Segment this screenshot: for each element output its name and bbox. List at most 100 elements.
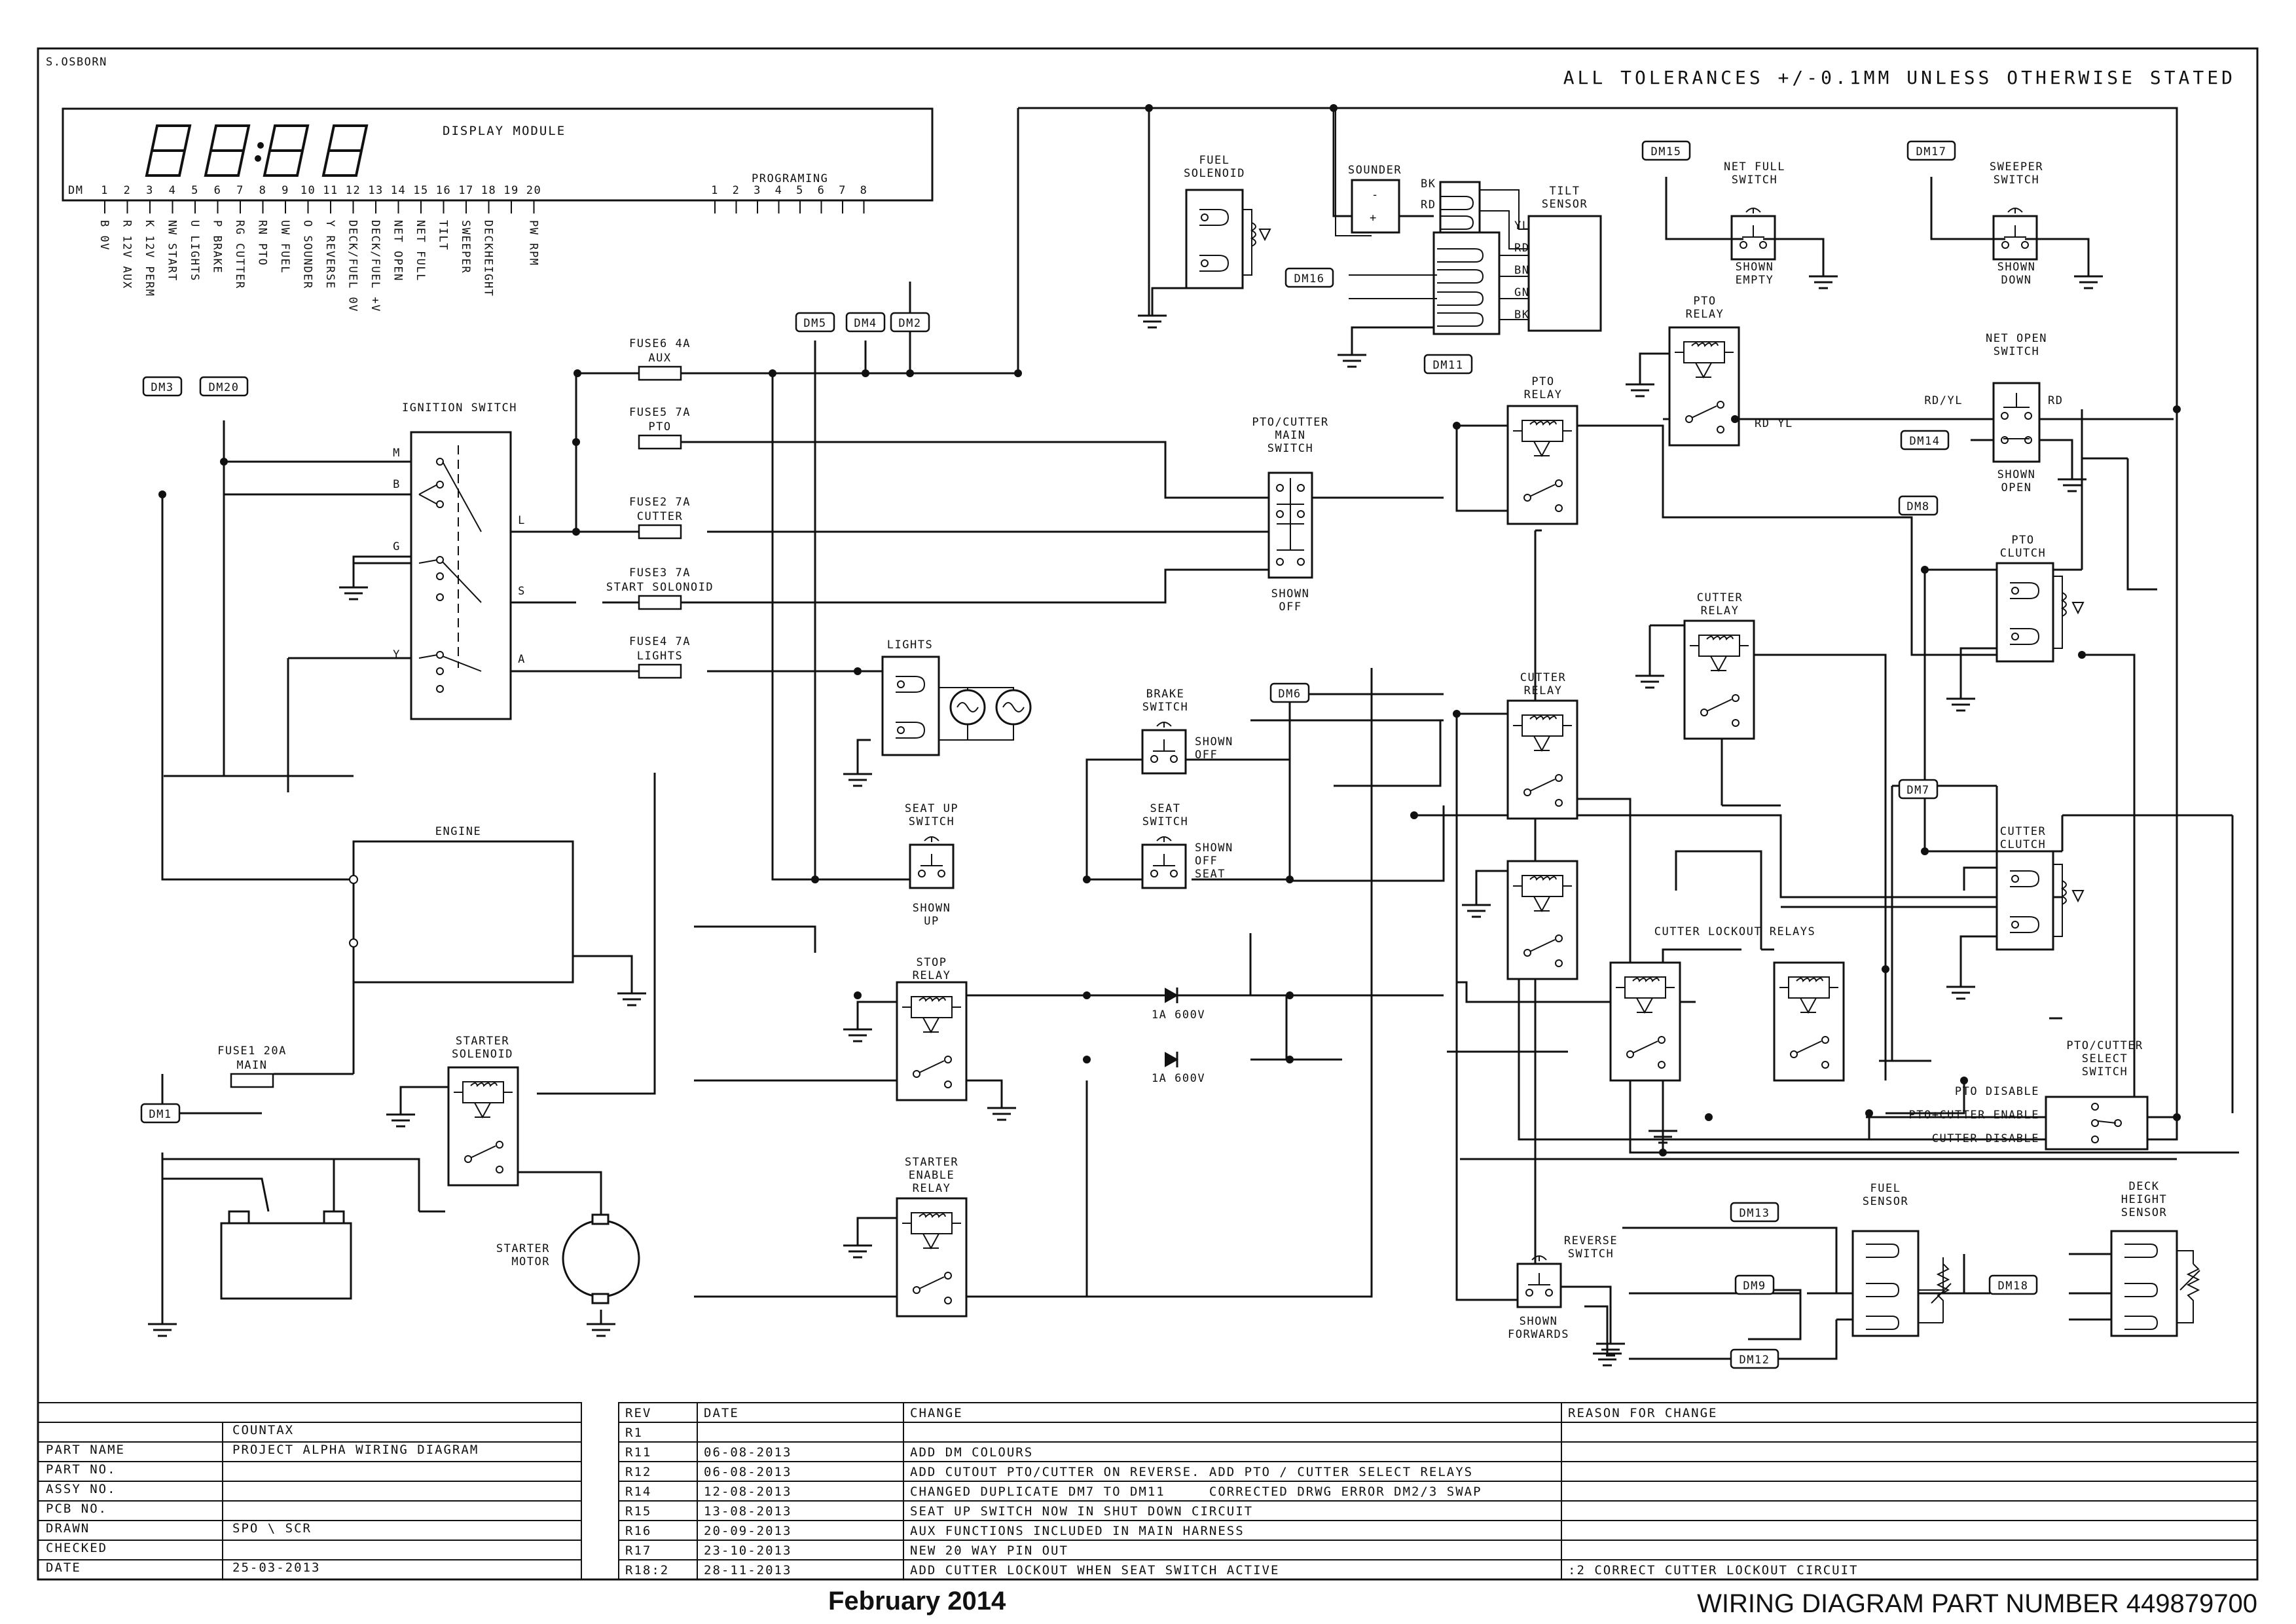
select-switch-label: PTO/CUTTER	[2066, 1039, 2143, 1052]
prog-pin-1: 1	[711, 184, 719, 197]
seat-up-label: SEAT UP	[905, 802, 958, 815]
ignition-switch: IGNITION SWITCH	[402, 401, 517, 720]
fuse-name: FUSE5 7A	[629, 406, 691, 419]
dm-tag-dm11: DM11	[1423, 354, 1473, 375]
terminal-b: B	[393, 478, 401, 491]
dm-tag-dm15: DM15	[1641, 140, 1691, 161]
dm-pin-function: DECKHEIGHT	[482, 220, 495, 297]
junction-dot	[862, 369, 869, 377]
ignition-switch-label: IGNITION SWITCH	[402, 401, 517, 415]
dm-pin-14: 14	[391, 184, 406, 197]
display-module-title: DISPLAY MODULE	[443, 124, 566, 138]
dm-tag-dm6: DM6	[1269, 682, 1310, 703]
revision-cell: R16	[625, 1524, 651, 1538]
prog-pin-6: 6	[818, 184, 826, 197]
engine	[349, 840, 647, 1006]
diode-label: 1A 600V	[1152, 1008, 1205, 1022]
tilt-pin-color: BK	[1514, 308, 1529, 322]
deck-height-label: SENSOR	[2121, 1206, 2167, 1219]
pto-clutch-label: CLUTCH	[2000, 547, 2046, 560]
fuse-label: START SOLONOID	[606, 581, 714, 594]
junction-dot	[1921, 566, 1929, 574]
shown-off: SHOWN	[1271, 587, 1310, 600]
junction-dot	[1882, 965, 1889, 973]
dm-tag-dm18: DM18	[1988, 1274, 2038, 1295]
tilt-wire: BK	[1421, 177, 1436, 191]
pto-clutch	[1945, 562, 2085, 712]
dm-pin-15: 15	[413, 184, 428, 197]
dm-pin-6: 6	[214, 184, 222, 197]
dm-pin-12: 12	[346, 184, 361, 197]
pto-relay-2	[1506, 405, 1578, 525]
revision-cell: 06-08-2013	[704, 1465, 792, 1479]
revision-cell: ADD CUTTER LOCKOUT WHEN SEAT SWITCH ACTI…	[910, 1563, 1279, 1578]
junction-dot	[574, 369, 581, 377]
reverse-switch-label: REVERSE	[1564, 1234, 1618, 1247]
pto-cutter-select-switch	[2045, 1096, 2149, 1151]
dm-pin-17: 17	[458, 184, 473, 197]
stop-relay-label: RELAY	[913, 969, 951, 982]
fuel-solenoid	[1137, 189, 1271, 329]
prog-pin-2: 2	[733, 184, 740, 197]
dm-tag-dm16: DM16	[1285, 267, 1334, 288]
revision-cell: CHANGED DUPLICATE DM7 TO DM11 CORRECTED …	[910, 1485, 1482, 1499]
net-full-label: SWITCH	[1732, 174, 1777, 187]
junction-dot	[769, 369, 776, 377]
battery	[162, 1159, 352, 1300]
prog-pin-8: 8	[860, 184, 868, 197]
dm-pin-function: PW RPM	[527, 220, 540, 266]
shown-open: SHOWN	[1997, 468, 2036, 481]
dm-tag-dm8: DM8	[1898, 495, 1939, 516]
sweeper-label: SWEEPER	[1990, 160, 2043, 174]
revision-cell: ADD DM COLOURS	[910, 1445, 1033, 1460]
company: COUNTAX	[232, 1423, 294, 1437]
revision-cell: R12	[625, 1465, 651, 1479]
shown-empty: SHOWN	[1736, 261, 1774, 274]
terminal-l: L	[518, 514, 526, 527]
seat-switch-label: SEAT	[1150, 802, 1181, 815]
shown-empty: EMPTY	[1736, 274, 1774, 287]
dm-pin-function: DECK/FUEL 0V	[346, 220, 359, 312]
revision-cell: R15	[625, 1504, 651, 1519]
junction-dot	[1286, 876, 1294, 883]
pto-cutter-main-label: MAIN	[1275, 429, 1306, 442]
select-switch-label: SWITCH	[2082, 1065, 2128, 1079]
select-switch-label: SELECT	[2082, 1052, 2128, 1065]
dm-pin-20: 20	[526, 184, 541, 197]
terminal-m: M	[393, 447, 401, 460]
net-full-switch	[1665, 177, 1839, 289]
prog-pin-7: 7	[839, 184, 847, 197]
prog-pin-5: 5	[796, 184, 804, 197]
stop-relay	[896, 981, 968, 1101]
dm-pin-function: O SOUNDER	[301, 220, 314, 289]
junction-dot	[1083, 1056, 1091, 1063]
net-full-label: NET FULL	[1724, 160, 1785, 174]
dm-tag-dm5: DM5	[795, 312, 835, 333]
pto-relay-label: PTO	[1693, 295, 1716, 308]
fuel-solenoid-label: SOLENOID	[1184, 167, 1245, 180]
dm-tag-dm17: DM17	[1906, 140, 1956, 161]
tilt-wire: RD	[1421, 198, 1436, 212]
lights	[842, 655, 1032, 787]
prog-pin-3: 3	[754, 184, 761, 197]
net-open-label: NET OPEN	[1986, 332, 2047, 345]
tilt-sensor-label: TILT	[1550, 185, 1580, 198]
dm-pin-2: 2	[124, 184, 132, 197]
terminal-s: S	[518, 585, 526, 598]
revision-cell: 20-09-2013	[704, 1524, 792, 1538]
dm-tag-dm3: DM3	[142, 376, 183, 397]
diode-label: 1A 600V	[1152, 1072, 1205, 1085]
title-block-label: CHECKED	[46, 1541, 107, 1555]
revision-cell: 13-08-2013	[704, 1504, 792, 1519]
fuse-label: AUX	[648, 352, 671, 365]
starter-motor	[517, 1171, 640, 1304]
fuse-name: FUSE1 20A	[217, 1044, 287, 1058]
fuse-label: LIGHTS	[637, 650, 683, 663]
fuel-sensor-label: FUEL	[1870, 1182, 1901, 1195]
cutter-relay-1	[1506, 699, 1578, 820]
seat-up-switch	[909, 836, 955, 889]
svg-text:DM12: DM12	[1740, 1354, 1770, 1367]
